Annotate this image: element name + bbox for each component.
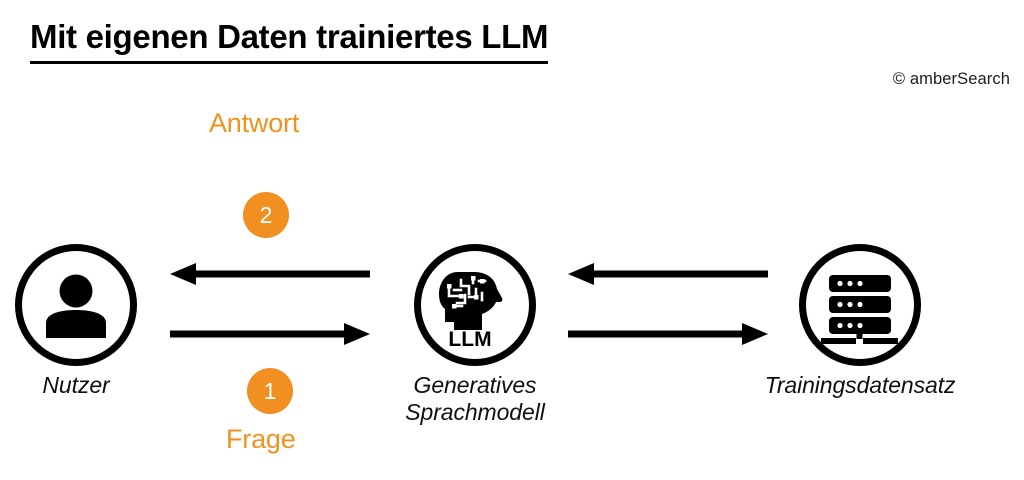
person-icon [15,244,137,366]
arrow-answer-to-user [170,261,370,287]
copyright-notice: © amberSearch [892,70,1010,88]
flow-label-antwort: Antwort [209,108,300,138]
flow-label-frage: Frage [226,424,296,454]
node-llm-label: Generatives Sprachmodell [344,372,606,426]
arrow-question-to-llm [170,321,370,347]
arrow-llm-to-dataset [568,321,768,347]
page-title: Mit eigenen Daten trainiertes LLM [30,16,548,65]
step-badge-2-number: 2 [259,201,273,228]
node-dataset-label: Trainingsdatensatz [729,372,991,399]
step-badge-1-number: 1 [263,377,277,404]
step-badge-2: 2 [243,192,289,238]
server-rack-icon [799,244,921,366]
node-llm: LLM Generatives Sprachmodell [405,244,545,425]
brain-head-icon: LLM [414,244,536,366]
node-user: Nutzer [15,244,137,398]
node-dataset-label-text: Trainingsdatensatz [764,372,956,398]
node-llm-label-line2: Sprachmodell [405,398,545,425]
node-dataset: Trainingsdatensatz [765,244,956,398]
node-llm-label-line1: Generatives [413,372,537,398]
svg-text:LLM: LLM [448,328,491,348]
node-user-label: Nutzer [0,372,207,399]
step-badge-1: 1 [247,368,293,414]
node-user-ring [15,244,137,366]
node-user-label-text: Nutzer [42,372,110,398]
arrow-dataset-to-llm [568,261,768,287]
